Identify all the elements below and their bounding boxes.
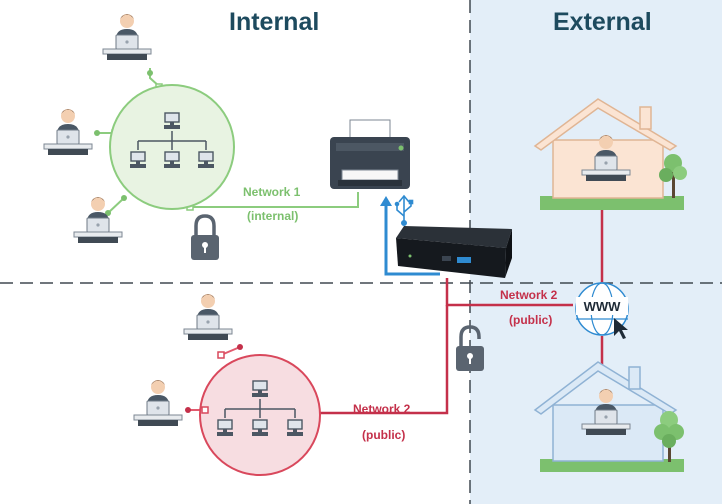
internal-heading: Internal <box>229 8 320 36</box>
padlock-icon <box>191 214 219 260</box>
network-1-computer-network-icon <box>109 84 235 210</box>
user-at-laptop-icon <box>73 196 123 244</box>
network-2-scope-internal: (public) <box>362 428 406 442</box>
usb-cable <box>380 196 440 276</box>
printer-icon <box>330 119 410 189</box>
padlock-open-icon <box>456 325 484 371</box>
www-globe-icon: WWW <box>575 282 629 339</box>
network-1-connector-dots <box>94 70 153 216</box>
user-at-laptop-icon <box>43 108 93 156</box>
network-2-scope-external: (public) <box>509 313 553 327</box>
network-2-label-external: Network 2 <box>500 288 558 302</box>
user-at-laptop-icon <box>102 13 152 61</box>
usb-icon <box>394 194 414 227</box>
network-1-label: Network 1 <box>243 185 301 199</box>
tree-icon <box>654 411 684 462</box>
tree-icon <box>659 154 687 198</box>
network-1-scope: (internal) <box>247 209 299 223</box>
user-at-laptop-icon <box>133 379 183 427</box>
user-at-laptop-icon <box>183 293 233 341</box>
external-heading: External <box>553 8 652 36</box>
network-2-cables <box>320 206 604 415</box>
network-2-label-internal: Network 2 <box>353 402 411 416</box>
www-label: WWW <box>584 299 622 314</box>
print-server-icon <box>396 226 512 278</box>
network-2-computer-network-icon <box>199 354 321 476</box>
